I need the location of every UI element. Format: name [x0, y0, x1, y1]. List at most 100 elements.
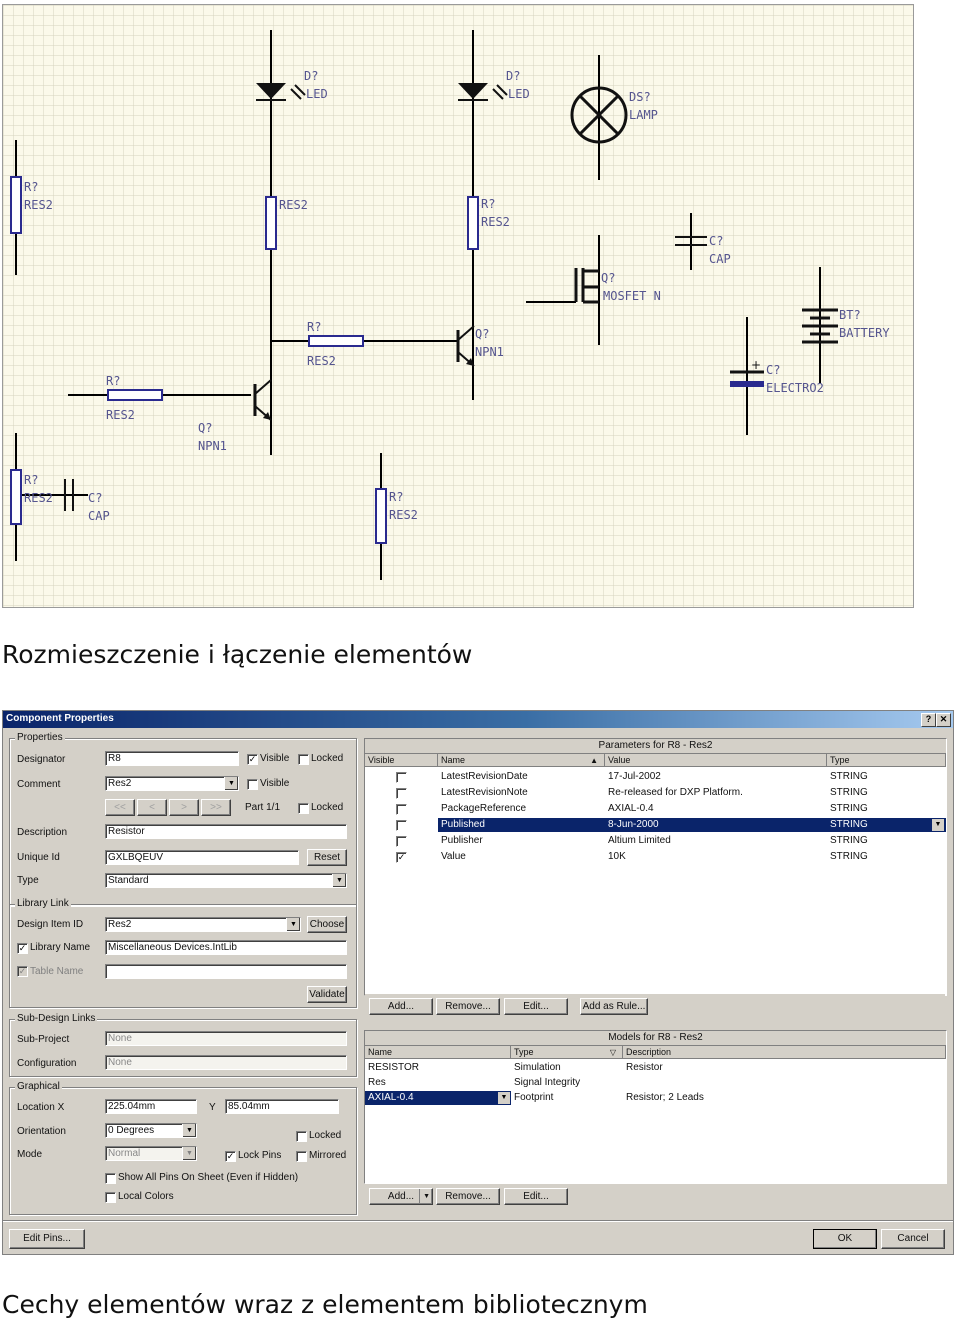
local-colors-checkbox[interactable]: [105, 1192, 116, 1203]
component-ref-label: C?: [88, 491, 102, 505]
help-button[interactable]: ?: [921, 713, 936, 727]
lock-pins-checkbox[interactable]: ✓: [225, 1151, 236, 1162]
designator-locked-label: Locked: [311, 753, 344, 764]
sub-project-input[interactable]: None: [105, 1031, 347, 1046]
close-button[interactable]: ✕: [936, 713, 951, 727]
prev-part-button[interactable]: <: [137, 799, 167, 816]
comment-label: Comment: [17, 779, 61, 790]
chevron-down-icon[interactable]: ▼: [932, 819, 944, 831]
library-name-input[interactable]: Miscellaneous Devices.IntLib: [105, 940, 347, 955]
param-add-as-rule-button[interactable]: Add as Rule...: [580, 998, 648, 1015]
comment-combobox[interactable]: Res2 ▼: [105, 776, 239, 791]
designator-locked-checkbox[interactable]: [298, 754, 309, 765]
location-y-input[interactable]: 85.04mm: [225, 1099, 339, 1114]
designator-visible-checkbox[interactable]: ✓: [247, 754, 258, 765]
col-type[interactable]: Type: [827, 754, 946, 767]
col-model-name[interactable]: Name: [365, 1046, 511, 1059]
param-visible-checkbox[interactable]: [396, 788, 407, 799]
resistor-symbol[interactable]: [375, 488, 387, 544]
designator-input[interactable]: R8: [105, 751, 239, 766]
part-locked-label: Locked: [311, 802, 344, 813]
model-description-cell: Resistor: [626, 1062, 663, 1073]
param-visible-checkbox[interactable]: [396, 820, 407, 831]
param-edit-button[interactable]: Edit...: [504, 998, 568, 1015]
col-model-description[interactable]: Description: [623, 1046, 946, 1059]
transistor-arrow: [466, 358, 474, 366]
chevron-down-icon[interactable]: ▼: [224, 777, 238, 790]
battery-symbol[interactable]: [802, 308, 838, 344]
param-visible-checkbox[interactable]: [396, 804, 407, 815]
unique-id-input[interactable]: GXLBQEUV: [105, 850, 299, 865]
resistor-symbol[interactable]: [10, 469, 22, 525]
cancel-button[interactable]: Cancel: [881, 1229, 945, 1249]
table-name-checkbox[interactable]: ✓: [17, 966, 28, 977]
resistor-symbol[interactable]: [10, 176, 22, 234]
param-visible-checkbox[interactable]: [396, 772, 407, 783]
param-visible-checkbox[interactable]: [396, 836, 407, 847]
reset-button[interactable]: Reset: [307, 849, 347, 866]
comment-visible-checkbox[interactable]: [247, 779, 258, 790]
choose-button[interactable]: Choose: [307, 916, 347, 933]
library-link-group: [9, 904, 357, 1008]
col-visible[interactable]: Visible: [365, 754, 438, 767]
table-name-label: Table Name: [30, 966, 84, 977]
component-ref-label: R?: [24, 180, 38, 194]
led-symbol[interactable]: [256, 83, 286, 99]
location-x-input[interactable]: 225.04mm: [105, 1099, 197, 1114]
mosfet-symbol[interactable]: [574, 268, 599, 304]
chevron-down-icon[interactable]: ▼: [332, 874, 346, 887]
next-part-button[interactable]: >: [169, 799, 199, 816]
design-item-combobox[interactable]: Res2 ▼: [105, 917, 301, 932]
designator-label: Designator: [17, 754, 66, 765]
type-combobox[interactable]: Standard ▼: [105, 873, 347, 888]
configuration-input[interactable]: None: [105, 1055, 347, 1070]
validate-button[interactable]: Validate: [307, 986, 347, 1003]
param-visible-checkbox[interactable]: ✓: [396, 852, 407, 863]
part-locked-checkbox[interactable]: [298, 803, 309, 814]
orientation-combobox[interactable]: 0 Degrees ▼: [105, 1123, 197, 1138]
col-value[interactable]: Value: [605, 754, 827, 767]
description-input[interactable]: Resistor: [105, 824, 347, 839]
model-add-button[interactable]: Add... ▼: [369, 1188, 433, 1205]
chevron-down-icon[interactable]: ▼: [182, 1147, 196, 1160]
resistor-symbol[interactable]: [467, 196, 479, 250]
lamp-symbol[interactable]: [570, 86, 628, 144]
chevron-down-icon[interactable]: ▼: [182, 1124, 196, 1137]
chevron-down-icon[interactable]: ▼: [286, 918, 300, 931]
param-add-button[interactable]: Add...: [369, 998, 433, 1015]
ok-button[interactable]: OK: [813, 1229, 877, 1249]
resistor-symbol[interactable]: [308, 335, 364, 347]
library-name-checkbox[interactable]: ✓: [17, 943, 28, 954]
graphical-locked-checkbox[interactable]: [296, 1131, 307, 1142]
last-part-button[interactable]: >>: [201, 799, 231, 816]
capacitor-symbol[interactable]: [64, 479, 74, 511]
col-name[interactable]: Name ▲: [438, 754, 605, 767]
resistor-symbol[interactable]: [265, 196, 277, 250]
edit-pins-button[interactable]: Edit Pins...: [9, 1229, 85, 1249]
chevron-down-icon[interactable]: ▼: [419, 1189, 430, 1204]
capacitor-symbol[interactable]: [675, 236, 707, 246]
led-arrows: [290, 84, 306, 100]
resistor-symbol[interactable]: [107, 389, 163, 401]
model-edit-button[interactable]: Edit...: [504, 1188, 568, 1205]
mirrored-checkbox[interactable]: [296, 1151, 307, 1162]
show-all-pins-checkbox[interactable]: [105, 1173, 116, 1184]
led-symbol[interactable]: [458, 83, 488, 99]
table-name-input[interactable]: [105, 964, 347, 979]
mode-combobox[interactable]: Normal ▼: [105, 1146, 197, 1161]
param-remove-button[interactable]: Remove...: [436, 998, 500, 1015]
col-model-type[interactable]: Type ▽: [511, 1046, 623, 1059]
first-part-button[interactable]: <<: [105, 799, 135, 816]
model-remove-button[interactable]: Remove...: [436, 1188, 500, 1205]
chevron-down-icon[interactable]: ▼: [498, 1092, 510, 1104]
